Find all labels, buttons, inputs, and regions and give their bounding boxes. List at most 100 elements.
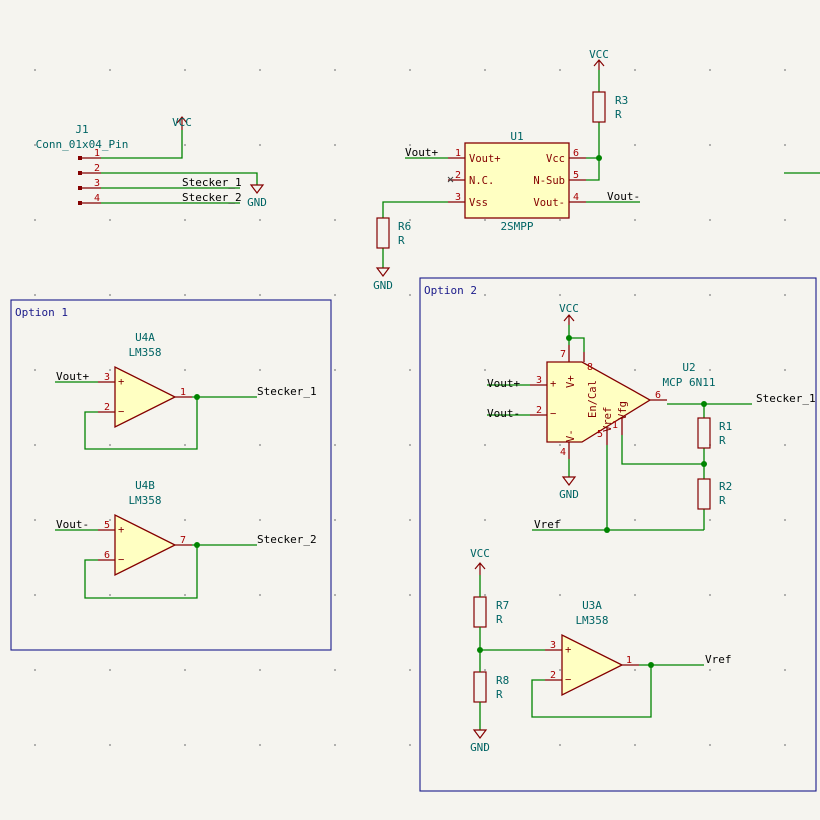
u2-pin-name-vminus: V- xyxy=(565,429,577,442)
u2-pin-5: 5 xyxy=(597,429,603,440)
j1-pin-3-number: 3 xyxy=(94,178,100,189)
u3a-pin-3: 3 xyxy=(550,640,556,651)
u1-value: 2SMPP xyxy=(500,220,533,233)
resistor-r8[interactable]: R8 R xyxy=(473,671,509,703)
resistor-r7[interactable]: R7 R xyxy=(473,596,509,628)
u1-pin-name-nc: N.C. xyxy=(469,175,494,187)
gnd-label-u2: GND xyxy=(559,488,579,501)
vcc-symbol-r7: VCC xyxy=(470,547,490,575)
net-label-vout-plus-u2: Vout+ xyxy=(487,377,520,390)
opamp-u4b[interactable]: U4B LM358 + − 5 6 7 xyxy=(98,479,192,577)
u2-pin-name-vfg: Vfg xyxy=(617,401,629,420)
u4a-pin-1: 1 xyxy=(180,387,186,398)
u2-pin-1: 1 xyxy=(612,420,618,431)
u4b-plus-sign: + xyxy=(118,524,124,536)
net-label-vout-plus-u4a: Vout+ xyxy=(56,370,89,383)
vcc-label-u2: VCC xyxy=(559,302,579,315)
opamp-u3a[interactable]: U3A LM358 + − 3 2 1 xyxy=(545,599,639,697)
u4b-pin-6: 6 xyxy=(104,550,110,561)
option-1-frame: Option 1 xyxy=(10,299,332,651)
u3a-wires xyxy=(531,662,704,718)
gnd-symbol-u2: GND xyxy=(559,476,579,501)
u4b-pin-5: 5 xyxy=(104,520,110,531)
u3a-minus-sign: − xyxy=(565,674,571,686)
net-label-vref-u3a: Vref xyxy=(705,653,732,666)
vcc-label-r3: VCC xyxy=(589,48,609,61)
u4b-body xyxy=(114,513,177,577)
gnd-label-r6: GND xyxy=(373,279,393,292)
vcc-symbol-r3: VCC xyxy=(589,48,609,70)
gnd-symbol-r8: GND xyxy=(470,729,490,754)
net-label-stecker-1-j1: Stecker_1 xyxy=(182,176,242,189)
r3-ref: R3 xyxy=(615,94,628,107)
net-label-vout-minus-u1: Vout- xyxy=(607,190,640,203)
u2-value: MCP 6N11 xyxy=(663,376,716,389)
opamp-u4a[interactable]: U4A LM358 + − 3 2 1 xyxy=(98,331,192,429)
j1-pin-4-marker xyxy=(78,201,82,205)
u4a-pin-2: 2 xyxy=(104,402,110,413)
u1-pin-name-vcc: Vcc xyxy=(546,153,565,165)
u1-pin-4: 4 xyxy=(573,192,579,203)
u4a-minus-sign: − xyxy=(118,406,124,418)
j1-pin-3-marker xyxy=(78,186,82,190)
j1-pin-1-marker xyxy=(78,156,82,160)
u1-pin-3: 3 xyxy=(455,192,461,203)
r6-ref: R6 xyxy=(398,220,411,233)
net-label-stecker-1-u2: Stecker_1 xyxy=(756,392,816,405)
r7-value: R xyxy=(496,613,503,626)
gnd-label-j1: GND xyxy=(247,196,267,209)
u2-pin-name-vref: Vref xyxy=(602,407,614,432)
connector-j1[interactable]: J1 Conn_01x04_Pin 1 2 3 4 xyxy=(36,123,129,205)
u1-no-connect-mark xyxy=(447,176,454,183)
u1-body xyxy=(464,142,570,219)
r1-value: R xyxy=(719,434,726,447)
resistor-r1[interactable]: R1 R xyxy=(697,417,732,449)
u1-ref: U1 xyxy=(510,130,523,143)
u1-pin-name-vout-plus: Vout+ xyxy=(469,153,501,165)
vcc-symbol-u2: VCC xyxy=(559,302,579,325)
u4a-value: LM358 xyxy=(128,346,161,359)
u4a-wires xyxy=(55,381,257,450)
u3a-pin-2: 2 xyxy=(550,670,556,681)
u2-ref: U2 xyxy=(682,361,695,374)
u2-pin-6: 6 xyxy=(655,390,661,401)
resistor-r2[interactable]: R2 R xyxy=(697,478,732,510)
r8-value: R xyxy=(496,688,503,701)
u3a-pin-1: 1 xyxy=(626,655,632,666)
u1-pin-name-n-sub: N-Sub xyxy=(533,175,565,187)
u3a-body xyxy=(561,633,624,697)
u1-pin-1: 1 xyxy=(455,148,461,159)
u4a-pin-3: 3 xyxy=(104,372,110,383)
u2-plus-sign: + xyxy=(550,378,556,390)
gnd-symbol-j1: GND xyxy=(247,184,267,209)
u1-wires xyxy=(382,70,820,268)
r8-ref: R8 xyxy=(496,674,509,687)
vcc-label-r7: VCC xyxy=(470,547,490,560)
resistor-r3[interactable]: R3 R xyxy=(592,91,628,123)
r6-value: R xyxy=(398,234,405,247)
r1-ref: R1 xyxy=(719,420,732,433)
resistor-r6[interactable]: R6 R xyxy=(376,217,411,249)
divider-wires xyxy=(477,575,545,730)
net-label-stecker-2-j1: Stecker_2 xyxy=(182,191,242,204)
net-label-stecker-1-u4a: Stecker_1 xyxy=(257,385,317,398)
net-label-vout-minus-u4b: Vout- xyxy=(56,518,89,531)
u4a-ref: U4A xyxy=(135,331,155,344)
option-1-title: Option 1 xyxy=(15,306,68,319)
u2-body xyxy=(546,361,652,443)
option-2-frame: Option 2 xyxy=(419,277,817,792)
u3a-ref: U3A xyxy=(582,599,602,612)
u4a-body xyxy=(114,365,177,429)
u2-pin-2: 2 xyxy=(536,405,542,416)
u1-pin-5: 5 xyxy=(573,170,579,181)
net-label-vref-u2: Vref xyxy=(534,518,561,531)
u1-pin-name-vout-minus: Vout- xyxy=(533,197,565,209)
u3a-value: LM358 xyxy=(575,614,608,627)
ic-u1[interactable]: U1 2SMPP Vout+ N.C. Vss Vcc N-Sub Vout- … xyxy=(447,130,586,233)
opamp-u2[interactable]: U2 MCP 6N11 + − V+ En/Cal Vref Vfg V- 3 … xyxy=(530,345,715,459)
gnd-symbol-r6: GND xyxy=(373,267,393,292)
u4b-ref: U4B xyxy=(135,479,155,492)
u2-wires xyxy=(487,325,752,533)
u2-pin-8: 8 xyxy=(587,362,593,373)
r2-value: R xyxy=(719,494,726,507)
